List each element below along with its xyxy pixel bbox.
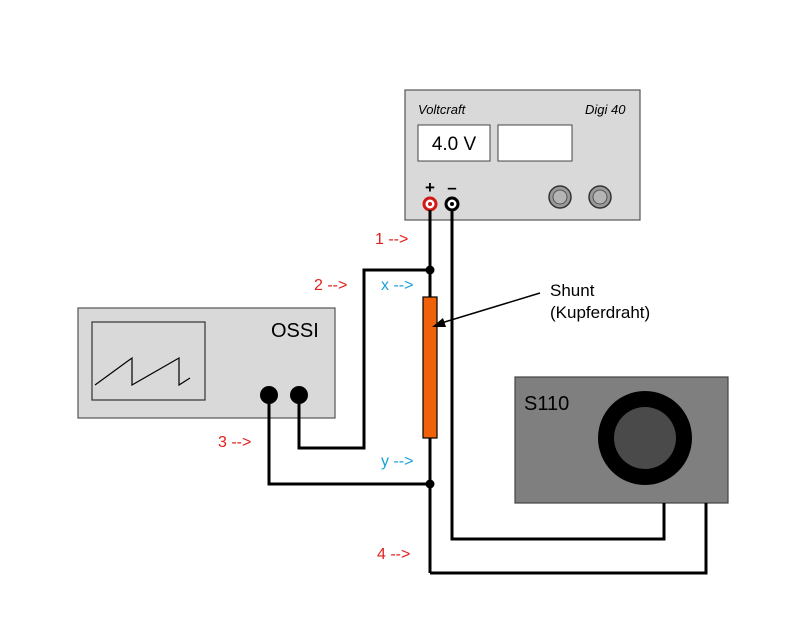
marker-3: 3 --> <box>218 434 251 451</box>
oscilloscope-screen <box>91 321 206 401</box>
marker-y: y --> <box>381 453 413 470</box>
oscilloscope-label: OSSI <box>271 320 319 342</box>
shunt-label-line1: Shunt <box>550 281 595 300</box>
current-display <box>497 124 573 162</box>
power-supply-brand: Voltcraft <box>418 102 467 117</box>
wire-ossi-to-x <box>297 268 430 450</box>
shunt-resistor <box>422 296 438 439</box>
plus-label: + <box>425 178 435 197</box>
wire-ossi-to-y <box>267 395 430 486</box>
voltage-display-value: 4.0 V <box>432 134 477 155</box>
power-supply: Voltcraft Digi 40 4.0 V + – <box>404 89 641 221</box>
wire-minus-to-speaker <box>450 210 666 541</box>
wires <box>267 210 708 575</box>
oscilloscope: OSSI <box>77 307 336 419</box>
marker-2: 2 --> <box>314 277 347 294</box>
shunt-callout-arrow <box>432 292 541 327</box>
speaker-s110: S110 <box>514 376 729 504</box>
speaker-label: S110 <box>524 393 569 415</box>
shunt-label-line2: (Kupferdraht) <box>550 303 650 322</box>
sawtooth-waveform <box>94 356 191 387</box>
wire-bottom-to-speaker <box>430 503 708 575</box>
marker-4: 4 --> <box>377 546 410 563</box>
minus-label: – <box>447 178 456 197</box>
junction-x <box>425 265 435 275</box>
junction-y <box>425 479 435 489</box>
voltage-display <box>417 124 491 162</box>
power-supply-model: Digi 40 <box>585 102 626 117</box>
marker-x: x --> <box>381 277 413 294</box>
marker-1: 1 --> <box>375 231 408 248</box>
